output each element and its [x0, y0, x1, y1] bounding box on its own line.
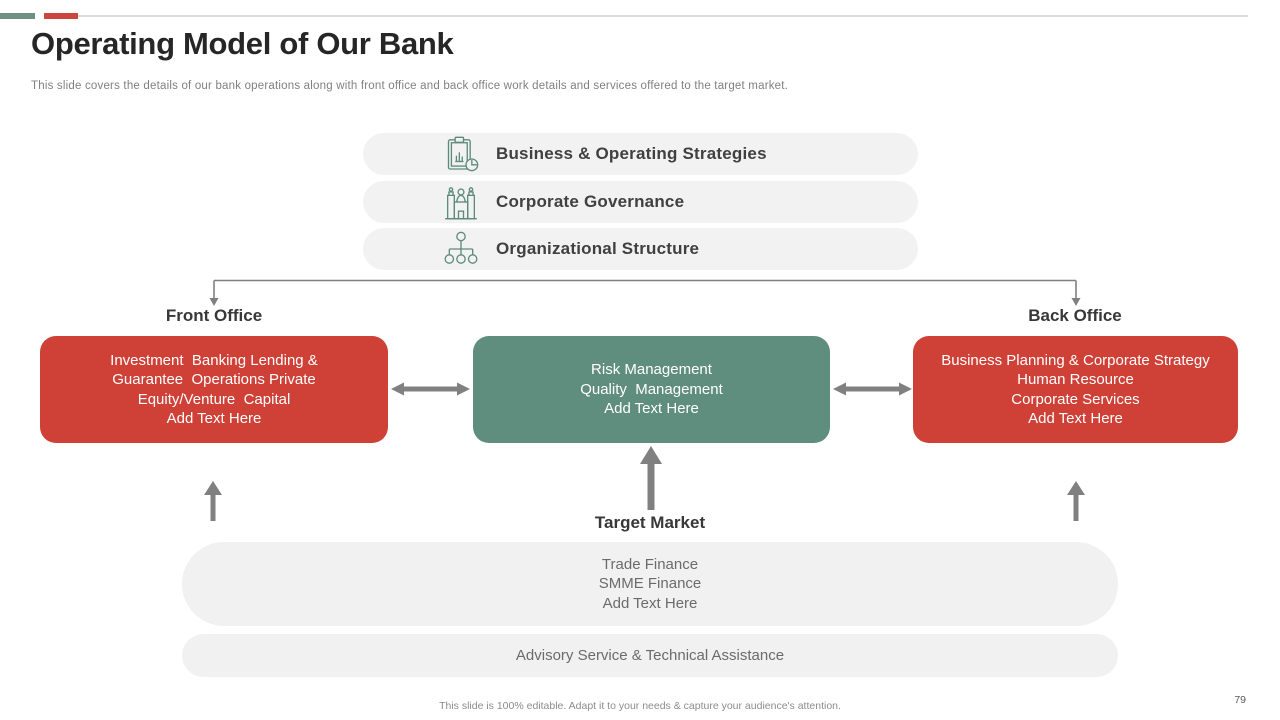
org-chart-icon: [439, 228, 483, 270]
strategy-pill-business-operating: Business & Operating Strategies: [363, 133, 918, 175]
front-office-box: Investment Banking Lending & Guarantee O…: [40, 336, 388, 443]
footer-note: This slide is 100% editable. Adapt it to…: [439, 700, 841, 712]
strategy-pill-organizational-structure: Organizational Structure: [363, 228, 918, 270]
green-accent-dash: [0, 13, 35, 19]
page-subtitle: This slide covers the details of our ban…: [31, 80, 789, 92]
red-accent-dash: [44, 13, 78, 19]
bank-building-icon: [439, 181, 483, 223]
strategy-pill-corporate-governance: Corporate Governance: [363, 181, 918, 223]
clipboard-chart-icon: [439, 133, 483, 175]
target-market-label: Target Market: [594, 513, 706, 532]
page-title: Operating Model of Our Bank: [31, 26, 454, 61]
target-market-segments-pill: Trade Finance SMME Finance Add Text Here: [182, 542, 1118, 626]
back-office-label: Back Office: [1028, 306, 1122, 325]
risk-management-box-text: Risk Management Quality Management Add T…: [580, 361, 723, 418]
target-market-segments-text: Trade Finance SMME Finance Add Text Here: [598, 555, 702, 612]
strategy-pill-label: Business & Operating Strategies: [496, 144, 767, 163]
advisory-service-text: Advisory Service & Technical Assistance: [515, 647, 785, 664]
front-office-box-text: Investment Banking Lending & Guarantee O…: [110, 351, 318, 428]
target-market-up-arrow-icon: [640, 446, 662, 510]
front-office-label: Front Office: [165, 306, 263, 325]
strategy-pill-label: Organizational Structure: [496, 239, 700, 258]
left-double-arrow-icon: [391, 382, 470, 396]
back-office-up-arrow-icon: [1067, 481, 1085, 521]
back-office-box: Business Planning & Corporate Strategy H…: [913, 336, 1238, 443]
strategy-pill-label: Corporate Governance: [496, 192, 685, 211]
front-office-up-arrow-icon: [204, 481, 222, 521]
back-office-box-text: Business Planning & Corporate Strategy H…: [941, 351, 1210, 428]
right-double-arrow-icon: [833, 382, 912, 396]
office-bracket-connector: [209, 279, 1081, 306]
page-number: 79: [1234, 694, 1246, 706]
advisory-service-pill: Advisory Service & Technical Assistance: [182, 634, 1118, 677]
top-divider-line: [78, 15, 1248, 17]
risk-management-box: Risk Management Quality Management Add T…: [473, 336, 830, 443]
